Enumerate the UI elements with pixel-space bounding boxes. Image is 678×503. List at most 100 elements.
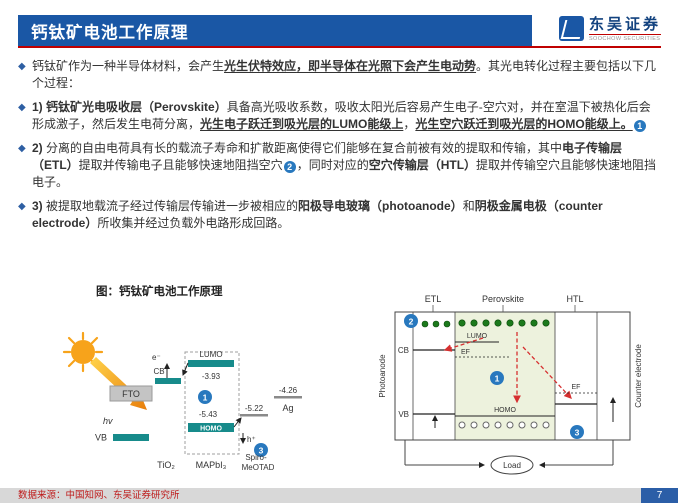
text-segment-bold: 阳极导电玻璃（photoanode） (298, 199, 463, 213)
text-segment: 被提取地载流子经过传输层传输进一步被相应的 (46, 199, 299, 213)
bullet-step2-text: 2) 分离的自由电荷具有长的载流子寿命和扩散距离使得它们能够在复合前被有效的提取… (32, 140, 662, 191)
step3-badge-circle (570, 425, 584, 439)
text-segment-bold: 电子传输层（ETL） (32, 141, 623, 172)
vb-label: VB (95, 433, 107, 443)
lumo-energy: -3.93 (202, 372, 221, 381)
diamond-bullet-icon: ◆ (18, 143, 26, 154)
bullet-step2: ◆ 2) 分离的自由电荷具有长的载流子寿命和扩散距离使得它们能够在复合前被有效的… (18, 140, 662, 191)
bullet-step3: ◆ 3) 被提取地载流子经过传输层传输进一步被相应的阳极导电玻璃（photoan… (18, 198, 662, 232)
diamond-bullet-icon: ◆ (18, 102, 26, 113)
photoanode-label: Photoanode (378, 354, 387, 398)
soochow-logo-icon (558, 16, 584, 41)
bullet-step1: ◆ 1) 钙钛矿光电吸收层（Perovskite）具备高光吸收系数，吸收太阳光后… (18, 99, 662, 133)
logo-subtitle: SOOCHOW SECURITIES (588, 36, 661, 42)
spiro-label-line2: MeOTAD (242, 463, 275, 472)
step1-badge-circle (198, 390, 212, 404)
ag-energy: -4.26 (279, 386, 298, 395)
tio2-cb-level (155, 378, 181, 384)
diamond-bullet-icon: ◆ (18, 61, 26, 72)
hole-dots (458, 421, 550, 429)
external-circuit (404, 440, 614, 475)
text-segment-emph: 光生伏特效应 (224, 59, 297, 73)
logo-name: 东吴证券 (588, 16, 661, 35)
soochow-logo-text: 东吴证券 SOOCHOW SECURITIES (588, 16, 661, 42)
text-segment-bold: 阴极金属电极（counter electrode） (32, 199, 603, 230)
text-segment: 。其光电转化过程主要包括以下几个过程： (32, 59, 657, 90)
soochow-logo: 东吴证券 SOOCHOW SECURITIES (558, 16, 661, 42)
step1-badge-circle (490, 371, 504, 385)
step3-badge: 3 (575, 428, 580, 438)
header-divider (18, 46, 661, 48)
lumo-label: LUMO (199, 350, 222, 359)
text-segment-emph: 光生空穴跃迁到吸光层的HOMO能级上。 (415, 117, 633, 131)
label-ticks (432, 305, 576, 312)
charge-flow-arrows (443, 332, 572, 404)
fto-label: FTO (122, 389, 140, 399)
cb-label: CB (398, 346, 409, 355)
spiro-energy: -5.22 (245, 404, 264, 413)
slide-body: ◆ 钙钛矿作为一种半导体材料，会产生光生伏特效应，即半导体在光照下会产生电动势。… (18, 58, 662, 239)
text-segment-bold: 空穴传输层（HTL） (368, 158, 477, 172)
text-segment: 所收集并经过负载外电路形成回路。 (97, 216, 290, 230)
text-segment-bold: 1) 钙钛矿光电吸收层（Perovskite） (32, 100, 227, 114)
ag-level (274, 396, 302, 399)
perovskite-label: Perovskite (482, 294, 524, 304)
fermi-label: EF (461, 349, 470, 356)
text-segment: 提取并传输电子且能够快速地阻挡空穴 (78, 158, 283, 172)
page-number: 7 (641, 488, 678, 503)
step1-badge: 1 (203, 393, 208, 403)
text-segment-emph: 光生电子跃迁到吸光层的LUMO能级上 (200, 117, 404, 131)
step3-badge: 3 (259, 446, 264, 456)
vb-level (113, 434, 149, 441)
mapbi3-label: MAPbI₃ (196, 460, 227, 470)
ag-label: Ag (282, 403, 293, 413)
hv-label: hv (103, 416, 113, 426)
light-ray-arrow (90, 357, 147, 410)
text-segment: ， (403, 117, 416, 131)
spiro-level (240, 414, 268, 417)
energy-level-diagram: hv FTO e⁻ CB LUMO -3.93 1 -5.43 HOMO -5.… (62, 331, 302, 472)
cb-label: CB (153, 367, 164, 376)
electron-dots (421, 319, 550, 328)
perovskite-dashed-box (184, 351, 240, 455)
homo-label: HOMO (494, 407, 516, 414)
text-segment: 和 (462, 199, 475, 213)
text-segment: 提取并传输空穴且能够快速地阻挡电子。 (32, 158, 657, 189)
etl-label: ETL (425, 294, 442, 304)
figure-caption: 图：钙钛矿电池工作原理 (96, 286, 223, 298)
homo-label: HOMO (200, 426, 222, 433)
hole-label: h⁺ (247, 435, 256, 444)
step3-badge-circle (254, 443, 268, 457)
lumo-label: LUMO (467, 333, 488, 340)
step1-badge: 1 (495, 374, 500, 384)
device-structure-diagram: ETL Perovskite HTL Photoanode Counter el… (378, 294, 643, 475)
text-segment-bold: 3) (32, 199, 47, 213)
text-segment: 分离的自由电荷具有长的载流子寿命和扩散距离使得它们能够在复合前被有效的提取和传输… (46, 141, 563, 155)
lumo-level (188, 360, 234, 367)
homo-level (188, 423, 234, 432)
footer-bar: 数据来源：中国知网、东吴证券研究所 7 (0, 488, 678, 503)
htl-label: HTL (566, 294, 583, 304)
text-segment: ，同时对应的 (296, 158, 369, 172)
perovskite-region (455, 312, 555, 440)
title-bar: 钙钛矿电池工作原理 (18, 15, 532, 46)
electron-label: e⁻ (152, 353, 161, 362)
bullet-intro-text: 钙钛矿作为一种半导体材料，会产生光生伏特效应，即半导体在光照下会产生电动势。其光… (32, 58, 662, 92)
counter-electrode-label: Counter electrode (634, 344, 643, 408)
layer-dividers (412, 312, 598, 440)
device-box (394, 311, 631, 441)
bullet-intro: ◆ 钙钛矿作为一种半导体材料，会产生光生伏特效应，即半导体在光照下会产生电动势。… (18, 58, 662, 92)
text-segment: 具备高光吸收系数，吸收太阳光后容易产生电子-空穴对，并在室温下被热化后会形成激子… (32, 100, 651, 131)
electron-transfer-arrow (182, 362, 189, 376)
step2-badge-circle (404, 314, 418, 328)
spiro-label-line1: Spiro- (245, 453, 267, 462)
tio2-label: TiO₂ (157, 460, 175, 470)
load-label: Load (503, 461, 521, 470)
data-source: 数据来源：中国知网、东吴证券研究所 (18, 490, 180, 501)
fto-layer (109, 385, 153, 402)
step-badge-2: 2 (283, 161, 296, 173)
bullet-step3-text: 3) 被提取地载流子经过传输层传输进一步被相应的阳极导电玻璃（photoanod… (32, 198, 662, 232)
bullet-step1-text: 1) 钙钛矿光电吸收层（Perovskite）具备高光吸收系数，吸收太阳光后容易… (32, 99, 662, 133)
diamond-bullet-icon: ◆ (18, 201, 26, 212)
